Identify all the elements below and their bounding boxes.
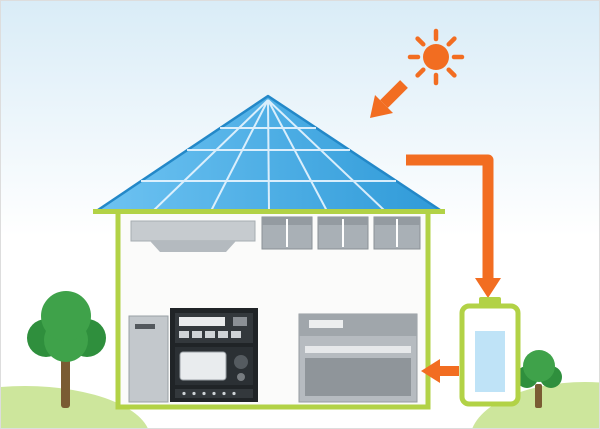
cabinet	[128, 315, 169, 403]
dishwasher	[298, 313, 418, 403]
stove-display-small	[233, 317, 247, 326]
arrow-head	[421, 359, 440, 383]
tree-trunk	[61, 352, 70, 408]
sun-ray	[446, 67, 457, 78]
tree-trunk	[535, 384, 542, 408]
window	[261, 216, 313, 250]
sun-ray	[415, 36, 426, 47]
left-hill	[0, 386, 149, 429]
range-hood	[130, 220, 256, 252]
panel-grid-line	[210, 99, 269, 212]
stove-button	[192, 331, 202, 338]
dishwasher-handle	[305, 346, 411, 353]
hood-body	[130, 220, 256, 242]
sun-ray	[446, 36, 457, 47]
arrow-sun-to-roof	[370, 80, 408, 118]
stove-button	[231, 331, 241, 338]
arrow-shaft	[380, 80, 408, 108]
microwave-button	[237, 373, 245, 381]
stove-dot	[212, 391, 216, 396]
sun-rays	[407, 28, 465, 86]
panel-grid-line	[267, 99, 270, 212]
dishwasher-top	[299, 314, 417, 336]
sun-core	[423, 44, 449, 70]
tree-canopy	[41, 291, 91, 341]
appliances-icon	[128, 308, 418, 403]
arrow-head	[475, 278, 501, 298]
stove-button	[218, 331, 228, 338]
stove-button	[205, 331, 215, 338]
arrow-head	[370, 95, 393, 118]
hood-vent	[150, 241, 236, 252]
arrow-shaft	[406, 154, 494, 280]
tree-canopy	[523, 350, 555, 382]
stove-dot	[182, 391, 186, 396]
microwave-window	[179, 351, 227, 381]
battery-charge-level	[475, 331, 505, 392]
sun-icon	[407, 28, 465, 86]
window	[373, 216, 421, 250]
flow-arrows	[370, 80, 501, 383]
stove-dot	[222, 391, 226, 396]
stove-dot	[202, 391, 206, 396]
cabinet-body	[128, 315, 169, 403]
panel-grid-line	[152, 99, 269, 212]
tree-icon	[27, 291, 106, 408]
dishwasher-slot	[309, 320, 343, 328]
panel-grid	[141, 99, 396, 212]
tree-icon	[516, 350, 562, 408]
stove-dot	[232, 391, 236, 396]
microwave-dial	[234, 355, 248, 369]
cabinet-handle	[135, 324, 155, 329]
stove-unit	[170, 308, 258, 402]
stove-display	[179, 317, 225, 326]
arrow-roof-to-battery	[406, 154, 501, 298]
stove-button	[179, 331, 189, 338]
dishwasher-door	[305, 358, 411, 396]
battery-icon	[459, 297, 521, 407]
arrow-battery-to-appliances	[421, 359, 459, 383]
panel-grid-line	[267, 99, 386, 212]
panel-grid-line	[267, 99, 328, 212]
sun-ray	[415, 67, 426, 78]
solar-panel-icon	[93, 94, 445, 214]
stove-dot	[192, 391, 196, 396]
window	[317, 216, 369, 250]
